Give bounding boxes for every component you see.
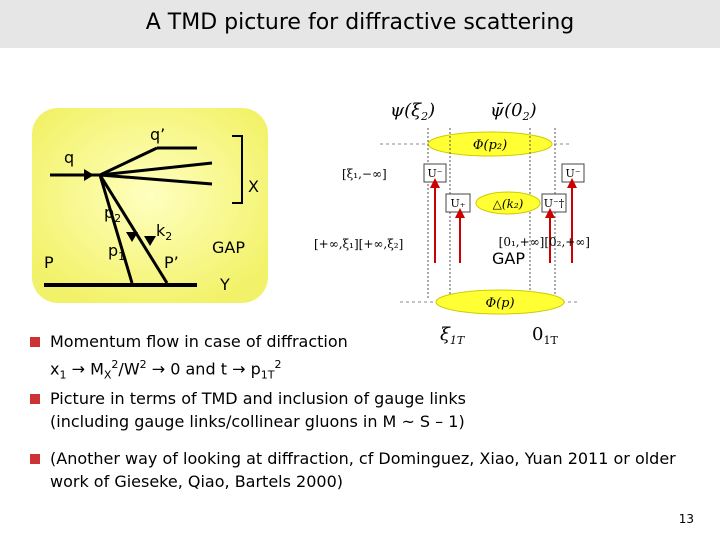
bullet-3: (Another way of looking at diffraction, …	[30, 447, 690, 493]
label-q: q	[64, 148, 74, 167]
label-proton: P	[44, 253, 54, 272]
label-gap: GAP	[212, 238, 245, 257]
x-line-mid	[99, 173, 213, 186]
label-p1: p1	[108, 241, 125, 263]
k2-line	[98, 174, 169, 284]
page-number: 13	[678, 512, 694, 526]
u-left-label: U⁻	[427, 167, 442, 180]
link-bottom-right-label: [0₁,+∞][0₂,+∞]	[499, 235, 590, 249]
bullet-2-line2: (including gauge links/collinear gluons …	[50, 411, 465, 431]
u-dagger-label: U⁻†	[544, 197, 565, 210]
xi-1t-label: ξ1T	[440, 324, 466, 347]
label-p2: p2	[104, 203, 121, 225]
x-bracket	[232, 135, 243, 204]
red-arrow-1-head	[430, 178, 440, 188]
tmd-gauge-link-figure: ψ(ξ2) ψ̄(02) Φ(p₂) U⁻ U⁻ [ξ₁,−∞] U₊ △(k₂…	[300, 88, 590, 350]
bullet-2-line1: Picture in terms of TMD and inclusion of…	[50, 388, 466, 408]
psibar-top-label: ψ̄(02)	[490, 100, 537, 123]
slide-title: A TMD picture for diffractive scattering	[145, 10, 575, 35]
bullet-list: Momentum flow in case of diffraction x1 …	[30, 330, 690, 493]
red-arrow-2-head	[455, 208, 465, 218]
phi-p2-label: Φ(p₂)	[473, 138, 507, 153]
bullet-marker	[30, 337, 40, 347]
zero-1t-label: 01T	[532, 324, 558, 347]
bullet-1-line2: x1 → MX2/W2 → 0 and t → p1T2	[50, 358, 282, 382]
phi-p-blob	[435, 289, 565, 315]
bullet-1-line1: Momentum flow in case of diffraction	[50, 332, 348, 351]
u-right-label: U⁻	[565, 167, 580, 180]
delta-k2-label: △(k₂)	[493, 197, 524, 211]
label-x: X	[248, 177, 259, 196]
title-band	[0, 0, 720, 48]
red-arrow-3-head	[545, 208, 555, 218]
p1-arrow	[126, 232, 138, 242]
k2-arrow	[144, 236, 156, 246]
label-q-prime: q’	[150, 125, 165, 144]
label-k2: k2	[156, 221, 172, 243]
phi-p-label: Φ(p)	[485, 296, 514, 311]
p2-line	[98, 174, 134, 284]
x-line-top	[99, 161, 213, 177]
bullet-marker	[30, 393, 40, 404]
quark-arrow-in	[84, 169, 94, 181]
bullet-marker	[30, 453, 40, 464]
bullet-2: Picture in terms of TMD and inclusion of…	[30, 387, 690, 433]
psi-top-label: ψ(ξ2)	[390, 100, 435, 123]
u-plus-label: U₊	[450, 197, 465, 210]
diffraction-diagram: q’ q X p2 k2 P p1 P’ GAP Y	[32, 108, 268, 303]
delta-k2-blob	[475, 191, 541, 215]
red-arrow-4-head	[567, 178, 577, 188]
label-y: Y	[219, 275, 230, 294]
u-dagger-box	[541, 193, 567, 213]
bullet-3-line2: work of Gieseke, Qiao, Bartels 2000)	[50, 471, 343, 491]
label-proton-prime: P’	[164, 253, 179, 272]
quark-line-out	[99, 146, 158, 177]
bullet-1: Momentum flow in case of diffraction x1 …	[30, 330, 690, 387]
link-bottom-left-label: [+∞,ξ₁][+∞,ξ₂]	[314, 237, 403, 251]
gap-label: GAP	[492, 249, 525, 268]
link-left-label: [ξ₁,−∞]	[342, 167, 387, 181]
bullet-3-line1: (Another way of looking at diffraction, …	[50, 448, 676, 468]
diagram-svg: q’ q X p2 k2 P p1 P’ GAP Y	[32, 108, 268, 303]
tmd-svg: ψ(ξ2) ψ̄(02) Φ(p₂) U⁻ U⁻ [ξ₁,−∞] U₊ △(k₂…	[314, 100, 590, 347]
diagram-background	[32, 108, 268, 303]
